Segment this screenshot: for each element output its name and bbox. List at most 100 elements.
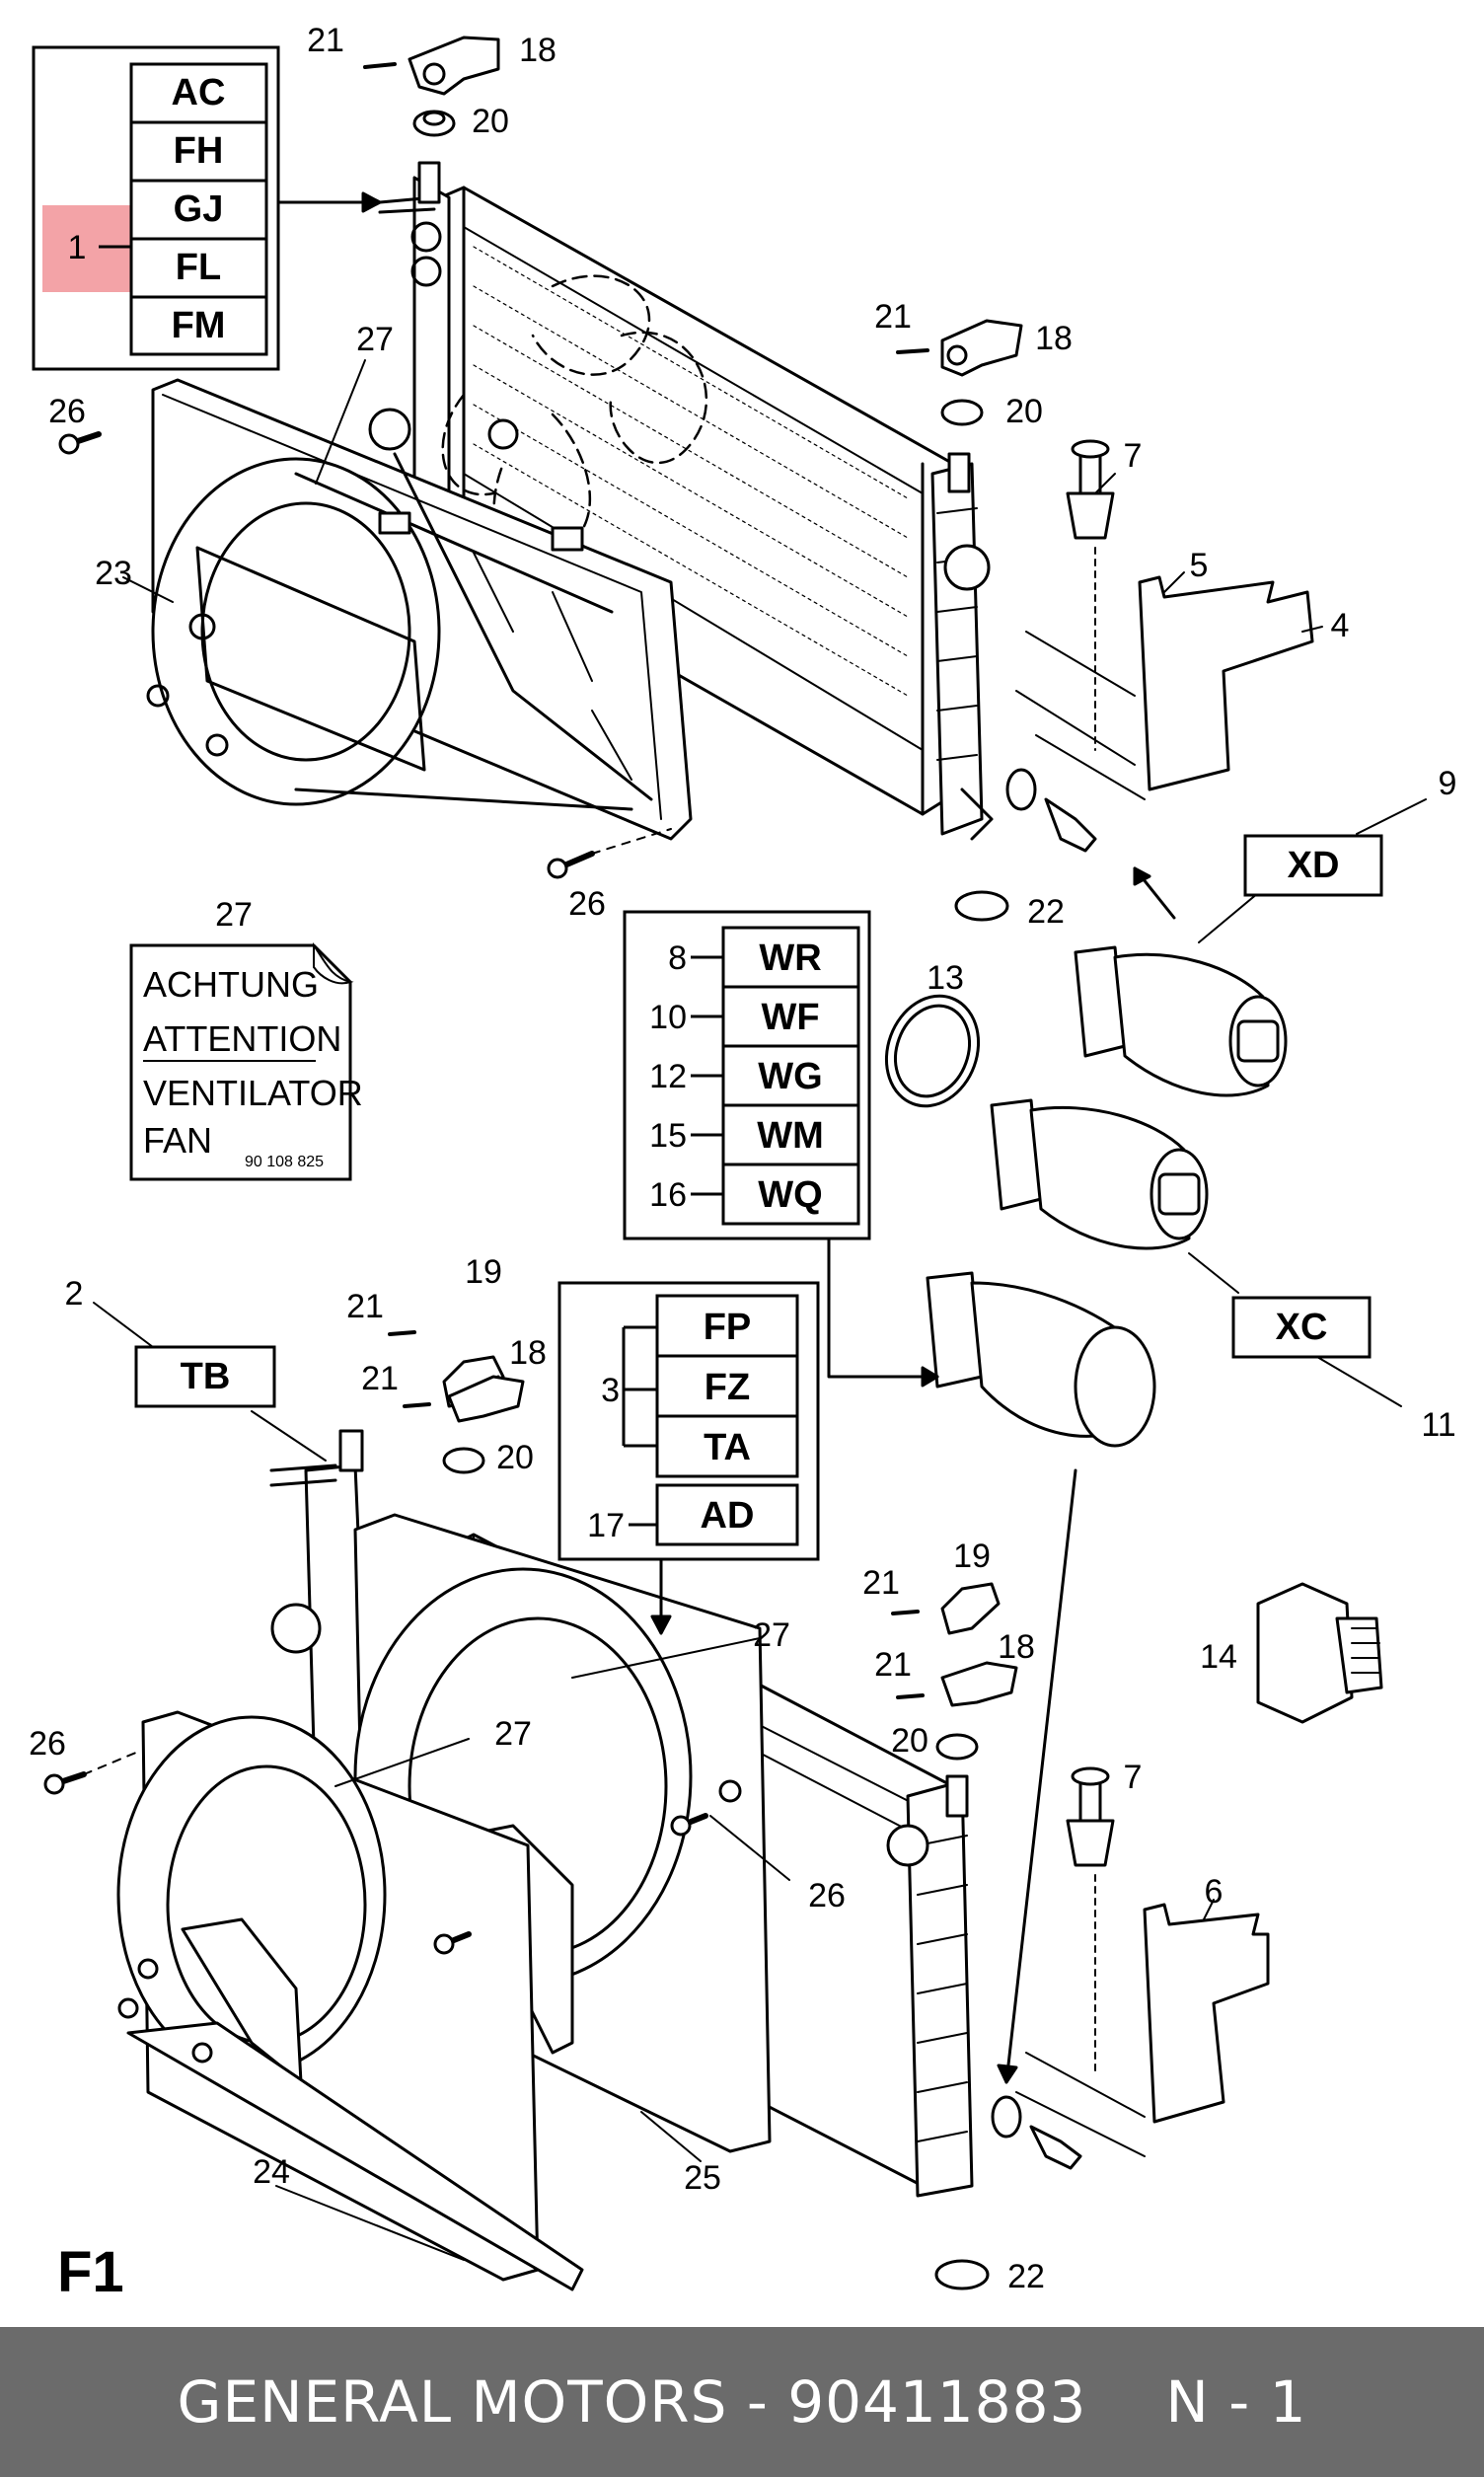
thermo-switch-round	[926, 1271, 1156, 1448]
ref-21-a: 21	[307, 22, 344, 59]
sticker-line-ventilator: VENTILATOR	[143, 1073, 363, 1113]
temp-sender-small	[954, 768, 1097, 922]
highlight-ref-1	[42, 205, 131, 292]
ref-26-d: 26	[808, 1877, 846, 1914]
ref-21-c: 21	[346, 1288, 384, 1325]
ref-18-b: 18	[1035, 320, 1073, 357]
sticker-line-fan: FAN	[143, 1120, 212, 1161]
arrowhead-1	[921, 1366, 939, 1388]
bracket-lower-right	[1015, 1874, 1270, 2157]
screw-26-upper	[58, 431, 102, 455]
arrowhead-4	[361, 191, 382, 213]
ref-4: 4	[1331, 607, 1350, 644]
code-wm: WM	[757, 1115, 824, 1157]
ref-24: 24	[253, 2153, 290, 2191]
ref-14: 14	[1200, 1638, 1237, 1676]
ref-27-c: 27	[494, 1715, 532, 1753]
ref-18-a: 18	[519, 32, 556, 69]
ref-9: 9	[1439, 765, 1457, 802]
clip-7-upper	[1066, 439, 1115, 540]
code-box-top-left: 1 AC FH GJ FL FM	[32, 45, 280, 371]
footer-bar: GENERAL MOTORS - 90411883 N - 1	[0, 2327, 1484, 2477]
ref-7-b: 7	[1124, 1759, 1143, 1796]
ref-20-c: 20	[496, 1439, 534, 1476]
ref-13: 13	[927, 959, 964, 997]
ref-11: 11	[1421, 1406, 1455, 1444]
code-wr: WR	[759, 938, 821, 979]
code-fl: FL	[176, 247, 221, 288]
ref-22-a: 22	[1027, 893, 1065, 931]
code-wg: WG	[758, 1056, 822, 1097]
sticker-part-number: 90 108 825	[245, 1154, 324, 1170]
arrowhead-sender	[1133, 866, 1151, 886]
ref-23: 23	[95, 555, 132, 592]
ref-6: 6	[1205, 1873, 1224, 1911]
screw-26-mid	[547, 828, 672, 879]
code-gj: GJ	[174, 188, 224, 230]
code-fh: FH	[174, 130, 224, 172]
ref-1: 1	[68, 229, 87, 266]
code-box-middle: 3 17 FP FZ TA AD	[557, 1281, 820, 1561]
svg-text:TB: TB	[181, 1356, 231, 1397]
sticker-line-attention: ATTENTION	[143, 1018, 341, 1059]
ref-10: 10	[649, 999, 687, 1036]
ref-19-b: 19	[953, 1538, 991, 1575]
thermo-switch-xd	[1074, 945, 1288, 1097]
parts-diagram: 1 AC FH GJ FL FM 8 10 12 15 16 WR WF WG …	[29, 22, 1456, 2304]
figure-label: F1	[57, 2240, 124, 2304]
code-ta: TA	[704, 1427, 751, 1468]
ref-12: 12	[649, 1058, 687, 1095]
ref-21-e: 21	[862, 1564, 900, 1602]
ref-22-b: 22	[1007, 2258, 1045, 2295]
ref-20-a: 20	[472, 103, 509, 140]
code-fz: FZ	[705, 1367, 750, 1408]
code-ad: AD	[701, 1495, 755, 1537]
ref-26-a: 26	[48, 393, 86, 430]
arrowhead-3	[650, 1614, 672, 1635]
ref-20-b: 20	[1005, 393, 1043, 430]
plug-14	[1256, 1582, 1383, 1724]
code-ac: AC	[172, 72, 226, 113]
clip-7-lower	[1066, 1766, 1115, 1867]
ref-21-d: 21	[361, 1360, 399, 1397]
ref-27-sticker: 27	[215, 896, 253, 934]
code-fm: FM	[172, 305, 226, 346]
svg-text:XC: XC	[1276, 1307, 1328, 1348]
ref-18-c: 18	[509, 1334, 547, 1372]
ref-27-a: 27	[356, 321, 394, 358]
ref-26-c: 26	[29, 1725, 66, 1763]
ref-8: 8	[668, 939, 687, 977]
ref-19-a: 19	[465, 1253, 502, 1291]
o-ring-13	[884, 994, 981, 1108]
screws-26-lower	[43, 1751, 708, 1955]
ref-17: 17	[587, 1507, 625, 1544]
ref-27-b: 27	[753, 1616, 790, 1654]
ref-21-b: 21	[874, 298, 912, 336]
footer-page: N - 1	[1165, 2368, 1307, 2436]
sensor-bracket-18-upper	[363, 36, 500, 137]
arrow-switches-to-switch	[827, 1237, 939, 1379]
sensor-bracket-18-second	[896, 319, 1023, 426]
tag-xd: XD	[1243, 834, 1383, 897]
bracket-upper-right	[1015, 547, 1314, 800]
part-reference-numbers: 21 18 20 27 26 23 21 18 20 7 5 4 9 26 22…	[29, 22, 1456, 2295]
code-box-switches: 8 10 12 15 16 WR WF WG WM WQ	[623, 910, 871, 1240]
code-fp: FP	[704, 1307, 752, 1348]
sticker-line-achtung: ACHTUNG	[143, 964, 319, 1005]
ref-5: 5	[1190, 547, 1209, 584]
ref-3: 3	[601, 1372, 620, 1409]
leader-lines	[93, 359, 1427, 2261]
ref-15: 15	[649, 1117, 687, 1155]
ref-26-b: 26	[568, 885, 606, 923]
thermo-switch-xc	[990, 1098, 1209, 1250]
code-wf: WF	[761, 997, 819, 1038]
warning-sticker: 27 ACHTUNG ATTENTION VENTILATOR FAN 90 1…	[129, 896, 363, 1181]
lower-sensor-parts	[388, 1330, 1082, 2290]
ref-7-a: 7	[1124, 437, 1143, 475]
tag-tb: TB	[134, 1345, 276, 1408]
upper-fan-shroud	[146, 378, 693, 841]
footer-brand-part: GENERAL MOTORS - 90411883	[177, 2368, 1087, 2436]
lower-fan-shroud-24	[116, 1710, 584, 2291]
ref-2: 2	[65, 1275, 84, 1313]
